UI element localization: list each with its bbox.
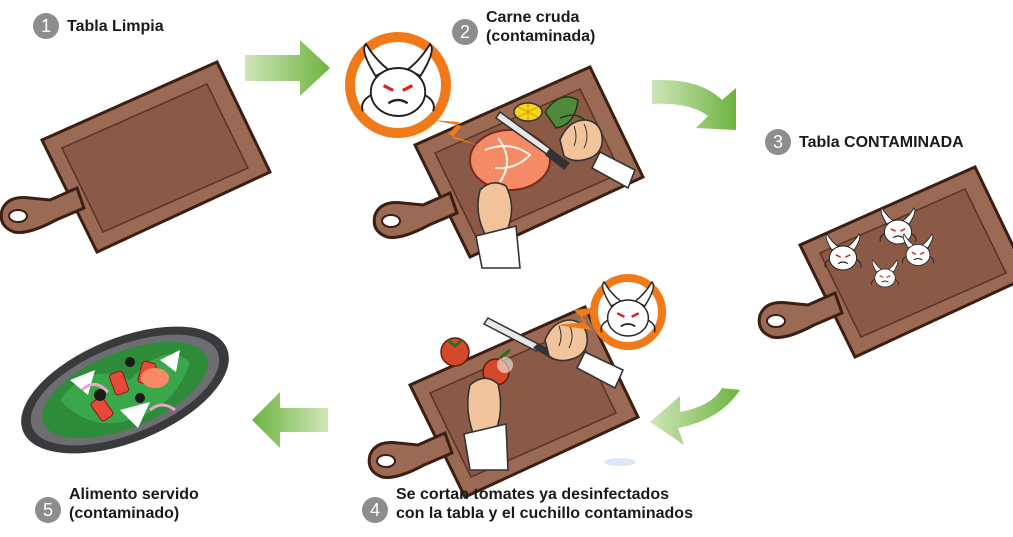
step-3: 3 Tabla CONTAMINADA — [765, 129, 964, 155]
step-label-line: (contaminada) — [486, 28, 596, 45]
clean-cutting-board — [0, 60, 272, 254]
right-hand-holding-knife — [559, 119, 637, 190]
served-plate — [21, 326, 229, 454]
step-label: Tabla CONTAMINADA — [799, 133, 964, 152]
step-number-badge: 5 — [35, 497, 61, 523]
step-label: Tabla Limpia — [67, 17, 164, 36]
step-label: Carne cruda (contaminada) — [486, 8, 595, 46]
step-label: Se cortan tomates ya desinfectados con l… — [396, 485, 693, 523]
water-droplet — [604, 458, 636, 466]
step-label-line: Tabla CONTAMINADA — [799, 134, 964, 151]
step-label-line: Tabla Limpia — [67, 18, 164, 35]
step-label-line: Carne cruda — [486, 9, 580, 26]
raw-salmon-steak — [469, 129, 551, 191]
right-hand-step4 — [544, 319, 625, 390]
arrow-step1-to-step2 — [245, 40, 330, 96]
knife — [494, 110, 570, 170]
left-hand-step4 — [463, 377, 509, 471]
step-number-badge: 1 — [33, 13, 59, 39]
arrow-step2-to-step3 — [652, 79, 736, 130]
devil-germ-badge-step4 — [556, 274, 666, 350]
contaminated-cutting-board — [757, 165, 1013, 359]
devil-germ-badge-step2 — [345, 32, 480, 146]
step-label-line: Se cortan tomates ya desinfectados — [396, 486, 669, 503]
step-5: 5 Alimento servido (contaminado) — [35, 485, 199, 523]
step-label-line: Alimento servido — [69, 486, 199, 503]
left-hand-holding-meat — [475, 182, 521, 269]
arrow-step3-to-step4 — [650, 388, 740, 445]
step-1: 1 Tabla Limpia — [33, 13, 164, 39]
step-number-badge: 4 — [362, 497, 388, 523]
step-label-line: (contaminado) — [69, 505, 180, 522]
step-number-badge: 2 — [452, 19, 478, 45]
step-number-badge: 3 — [765, 129, 791, 155]
lemon-slice — [513, 102, 543, 122]
step-2: 2 Carne cruda (contaminada) — [452, 8, 595, 46]
step-label-line: con la tabla y el cuchillo contaminados — [396, 505, 693, 522]
step-4: 4 Se cortan tomates ya desinfectados con… — [362, 485, 693, 523]
step-label: Alimento servido (contaminado) — [69, 485, 199, 523]
arrow-step4-to-step5 — [252, 392, 328, 448]
